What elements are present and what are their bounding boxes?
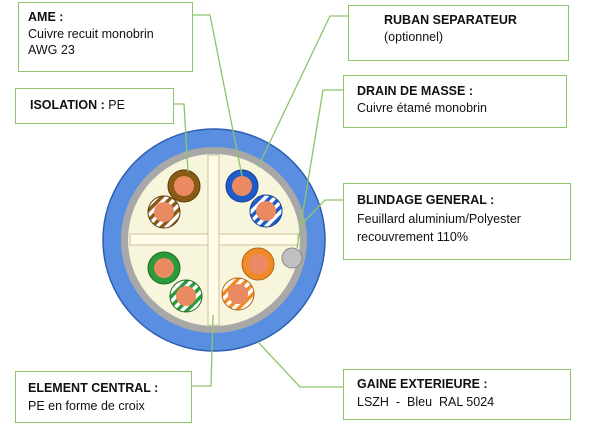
ruban-title: RUBAN SEPARATEUR — [384, 13, 517, 27]
leader-ruban — [257, 15, 348, 168]
blindage-title: BLINDAGE GENERAL : — [357, 193, 495, 207]
label-drain-de-masse — [343, 75, 567, 128]
element-line1: PE en forme de croix — [28, 399, 145, 413]
conductor-green-white — [169, 279, 203, 313]
ame-line2: AWG 23 — [28, 43, 75, 57]
conductor-blue — [225, 169, 259, 203]
leader-blindage — [299, 199, 343, 227]
drain-wire — [281, 247, 303, 269]
isolation-text: ISOLATION : PE — [30, 98, 125, 113]
leader-ame — [193, 14, 243, 177]
label-ruban-separateur — [348, 5, 569, 61]
ame-title: AME : — [28, 10, 64, 24]
conductor-brown-white — [147, 195, 181, 229]
conductor-blue-white — [249, 194, 283, 228]
label-isolation — [15, 88, 174, 124]
drain-line1: Cuivre étamé monobrin — [357, 101, 487, 115]
conductor-orange — [241, 247, 275, 281]
conductor-orange-white — [221, 277, 255, 311]
ruban-line1: (optionnel) — [384, 30, 444, 44]
conductor-green — [147, 251, 181, 285]
label-ame — [18, 2, 193, 72]
leader-lines — [174, 14, 348, 388]
element-title: ELEMENT CENTRAL : — [28, 381, 159, 395]
conductor-brown — [167, 169, 201, 203]
label-blindage-general — [343, 183, 571, 260]
isolation-line1: PE — [108, 98, 125, 112]
drain-title: DRAIN DE MASSE : — [357, 84, 473, 98]
gaine-title: GAINE EXTERIEURE : — [357, 377, 488, 391]
ame-line1: Cuivre recuit monobrin — [28, 27, 154, 41]
leader-isolation — [174, 103, 189, 173]
gaine-line1: LSZH - Bleu RAL 5024 — [357, 395, 495, 409]
isolation-title: ISOLATION : — [30, 98, 105, 112]
leader-gaine — [257, 341, 343, 388]
leader-drain — [296, 89, 343, 249]
blindage-line1: Feuillard aluminium/Polyester — [357, 212, 521, 226]
label-element-central — [15, 371, 192, 423]
label-gaine-exterieure — [343, 369, 571, 420]
blindage-line2: recouvrement 110% — [357, 230, 468, 244]
leader-element — [192, 314, 214, 387]
